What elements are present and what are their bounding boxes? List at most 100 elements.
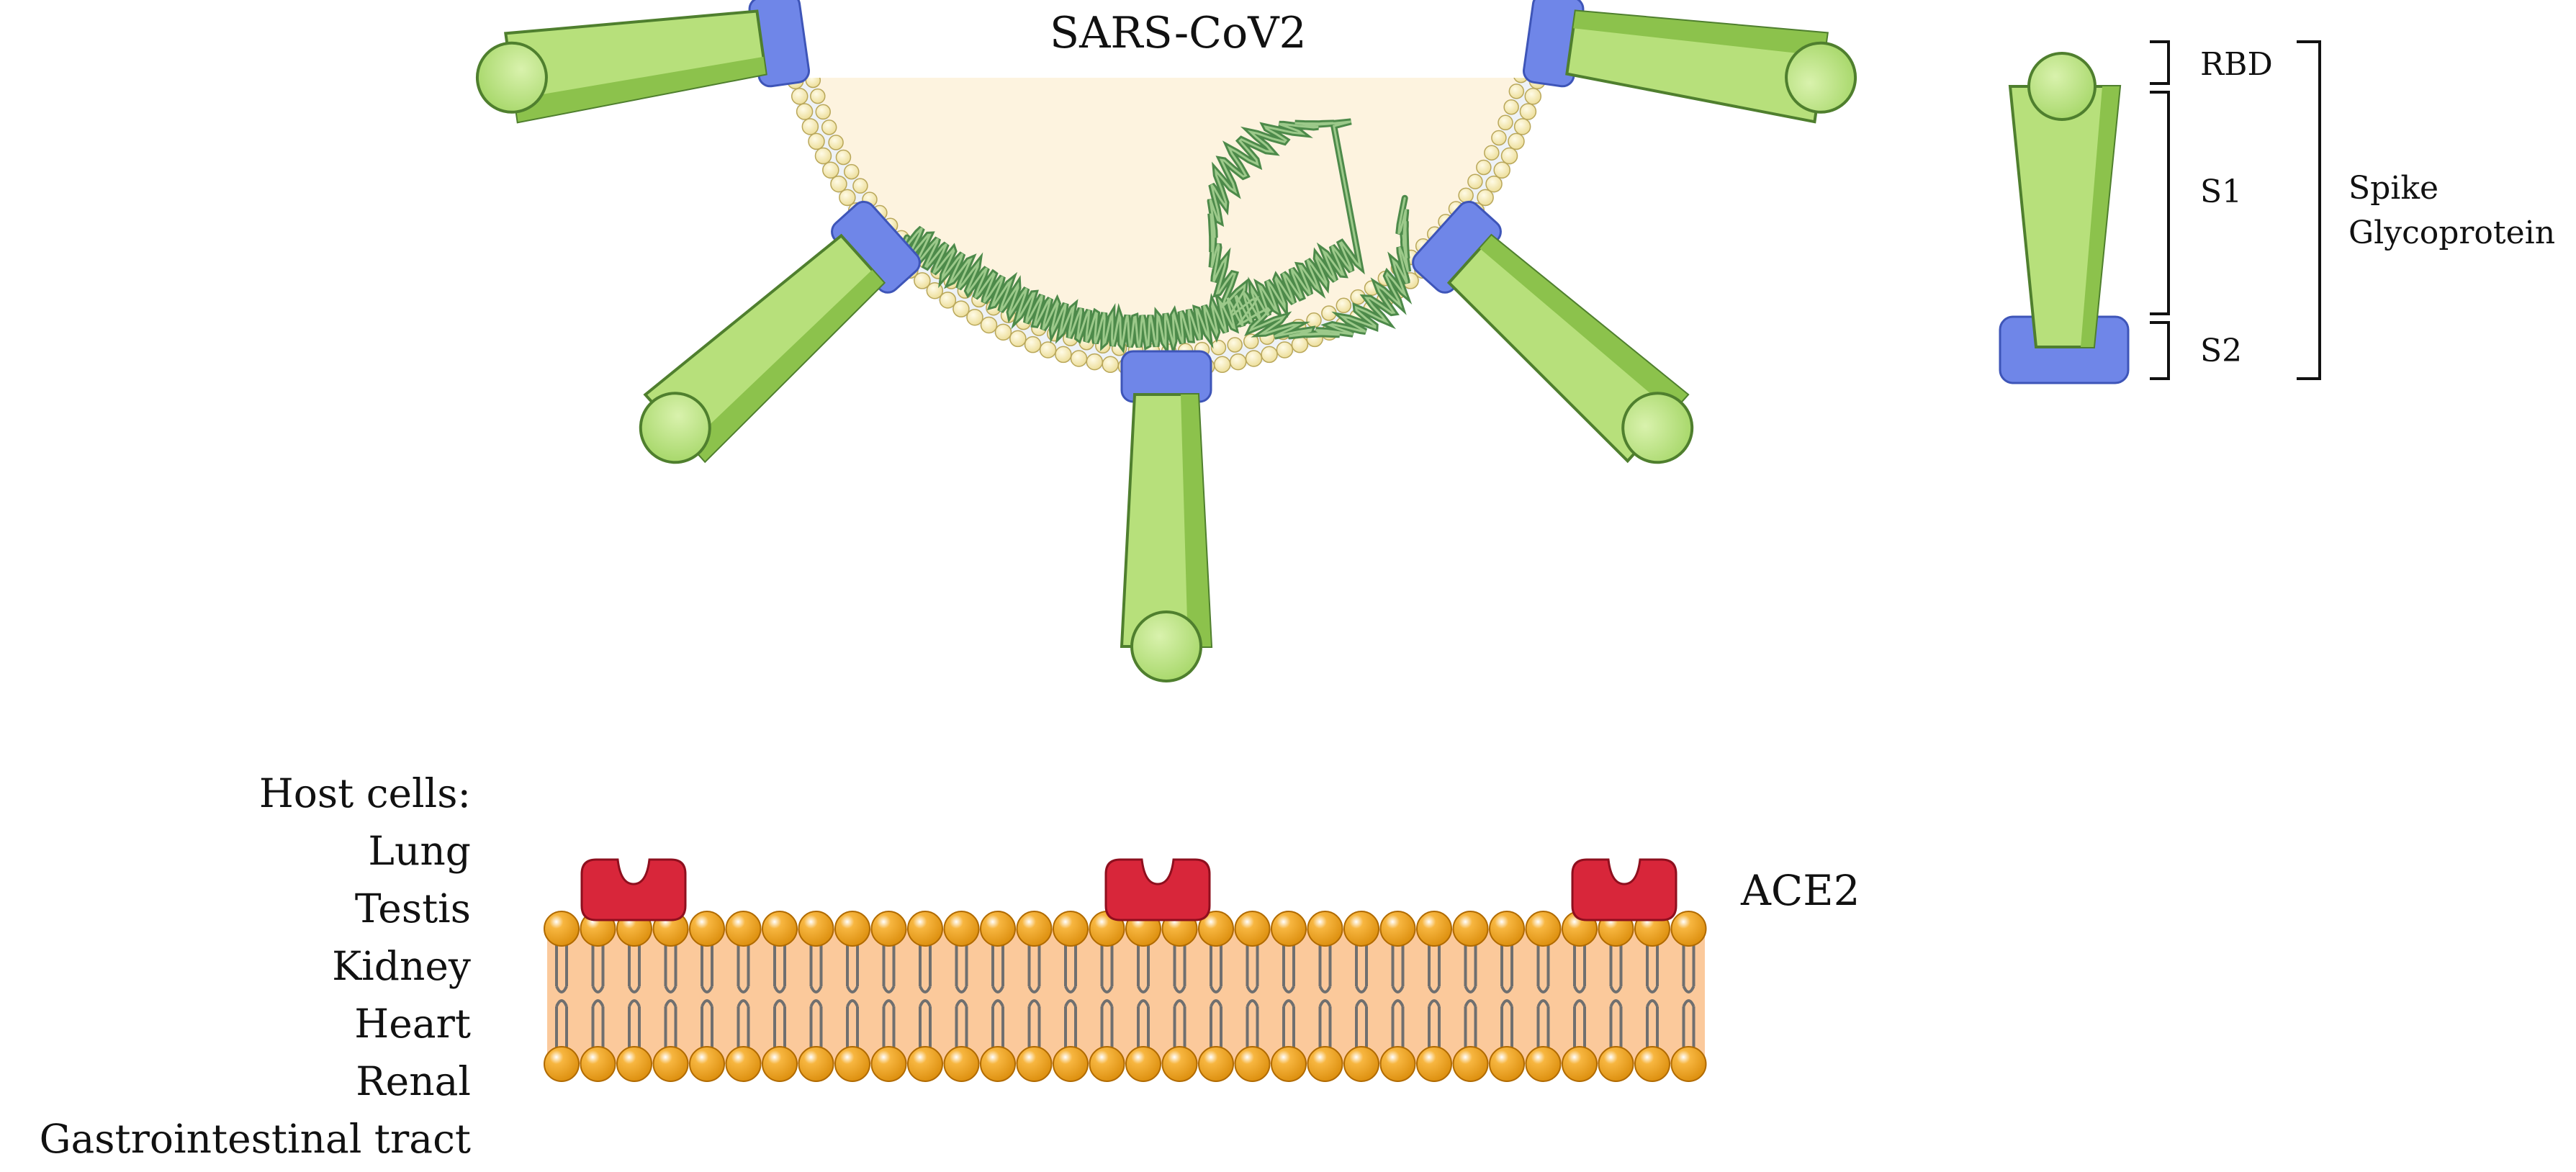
lipid-bead xyxy=(1467,173,1483,189)
lipid-bead xyxy=(815,104,831,120)
lipid-head xyxy=(762,1046,798,1082)
lipid-tail xyxy=(628,999,641,1051)
lipid-head xyxy=(1234,911,1271,947)
lipid-tail xyxy=(773,942,786,993)
glycoprotein-label: Glycoprotein xyxy=(2348,215,2556,251)
lipid-tail xyxy=(1682,942,1695,993)
lipid-tail xyxy=(591,999,605,1051)
spike-protein xyxy=(475,0,811,124)
rbd-bracket xyxy=(2150,40,2170,85)
legend-spike-glycoprotein xyxy=(1999,52,2130,384)
host-cell-item: Kidney xyxy=(332,943,471,989)
lipid-tails xyxy=(555,942,1695,1051)
lipid-tail xyxy=(1027,942,1041,993)
ace2-receptor xyxy=(580,858,687,921)
lipid-tail xyxy=(1137,942,1150,993)
lipid-tail xyxy=(1173,999,1186,1051)
host-cell-membrane xyxy=(544,911,1707,1082)
lipid-head xyxy=(1307,911,1343,947)
lipid-head xyxy=(834,1046,870,1082)
lipid-head xyxy=(1489,1046,1525,1082)
lipid-tail xyxy=(701,999,713,1051)
spike-protein xyxy=(1120,350,1213,682)
lipid-head xyxy=(1343,1046,1379,1082)
lipid-tail xyxy=(1428,999,1441,1051)
lipid-bead xyxy=(1227,337,1243,353)
spike-rbd xyxy=(1785,41,1857,114)
ace2-receptor xyxy=(1104,858,1211,921)
lipid-head xyxy=(1234,1046,1271,1082)
lipid-head xyxy=(1416,911,1452,947)
lipid-bead xyxy=(801,118,819,135)
lipid-head xyxy=(870,1046,907,1082)
membrane-core xyxy=(547,929,1705,1064)
lipid-head xyxy=(980,1046,1016,1082)
lipid-bead xyxy=(980,316,998,334)
lipid-tail xyxy=(809,999,823,1051)
s2-bracket xyxy=(2150,321,2170,380)
lipid-bead xyxy=(1524,88,1542,105)
lipid-bead xyxy=(939,292,957,309)
lipid-tail xyxy=(1064,942,1077,993)
lipid-bead xyxy=(796,103,814,120)
lipid-tail xyxy=(1100,999,1114,1051)
s1-label: S1 xyxy=(2200,173,2243,210)
lipid-tail xyxy=(1464,999,1477,1051)
lipid-head xyxy=(1053,1046,1089,1082)
lipid-tail xyxy=(1428,942,1441,993)
lipid-tail xyxy=(1318,999,1332,1051)
lipid-tail xyxy=(1210,942,1222,993)
spike-shade xyxy=(1181,395,1211,646)
lipid-bead xyxy=(828,135,844,150)
lipid-tail xyxy=(1609,999,1623,1051)
ace2-label: ACE2 xyxy=(1741,866,1860,915)
lipid-bead xyxy=(821,120,837,135)
lipid-bead xyxy=(1245,350,1263,367)
legend-rbd-head xyxy=(2027,52,2097,121)
lipid-bead xyxy=(1500,147,1518,165)
lipid-tail xyxy=(1391,999,1405,1051)
diagram-title: SARS-CoV2 xyxy=(1050,8,1307,58)
lipid-bead xyxy=(1513,118,1531,135)
lipid-bead xyxy=(1261,346,1278,364)
lipid-head xyxy=(1125,1046,1161,1082)
lipid-tail xyxy=(1027,999,1041,1051)
lipid-bead xyxy=(1513,78,1528,84)
lipid-bead xyxy=(814,147,832,165)
spike-shade xyxy=(1480,235,1688,412)
lipid-head xyxy=(580,1046,616,1082)
lipid-head xyxy=(652,1046,689,1082)
lipid-bead xyxy=(994,323,1012,341)
spike-rbd xyxy=(1130,610,1202,682)
lipid-head xyxy=(1198,911,1234,947)
lipid-head xyxy=(1161,1046,1198,1082)
lipid-tail xyxy=(555,999,568,1051)
lipid-tail xyxy=(591,942,605,993)
lipid-bead xyxy=(1336,297,1352,314)
lipid-head xyxy=(834,911,870,947)
lipid-tail xyxy=(1646,999,1659,1051)
lipid-tail xyxy=(1355,942,1368,993)
spike-shade xyxy=(1573,11,1827,57)
lipid-bead xyxy=(1519,103,1537,120)
lipid-bead xyxy=(843,163,860,180)
host-cell-item: Gastrointestinal tract xyxy=(39,1116,471,1162)
lipid-bead xyxy=(914,272,931,289)
lipid-bead xyxy=(1024,335,1042,353)
lipid-bead xyxy=(808,132,825,150)
lipid-tail xyxy=(664,942,677,993)
lipid-tail xyxy=(809,942,823,993)
lipid-bead xyxy=(953,300,970,317)
lipid-bead xyxy=(1484,145,1500,161)
lipid-head xyxy=(1379,1046,1416,1082)
spike-bracket xyxy=(2297,40,2321,380)
lipid-tail xyxy=(555,942,568,993)
domain-brackets xyxy=(2150,40,2321,380)
lipid-tail xyxy=(1210,999,1222,1051)
lipid-heads xyxy=(544,911,1707,1082)
lipid-head xyxy=(725,911,762,947)
lipid-head xyxy=(1452,911,1489,947)
lipid-head xyxy=(762,911,798,947)
ace2-receptor xyxy=(1571,858,1677,921)
lipid-head xyxy=(870,911,907,947)
